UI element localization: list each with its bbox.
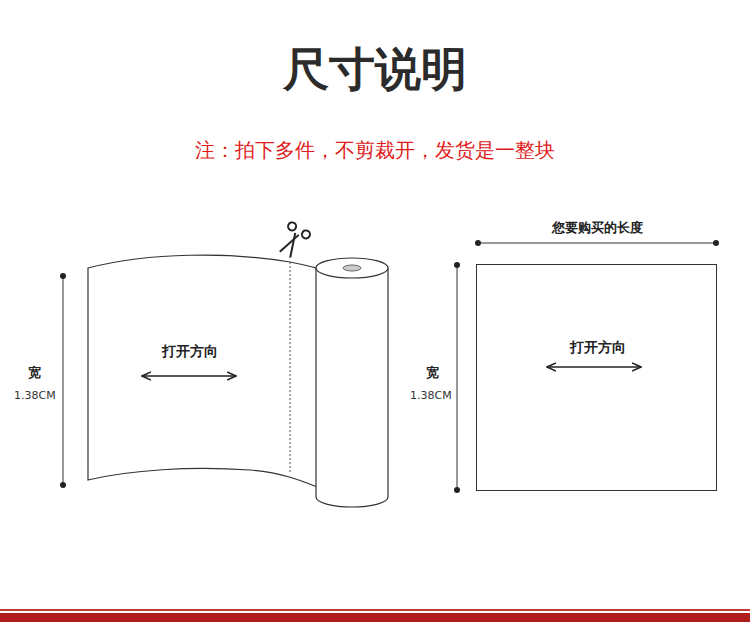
dimension-dot	[454, 262, 460, 268]
scissors-icon	[275, 221, 312, 261]
note-text: 注：拍下多件，不剪裁开，发货是一整块	[195, 137, 555, 164]
width-value: 1.38CM	[410, 389, 452, 402]
dimension-dot	[454, 487, 460, 493]
dimension-line	[63, 276, 64, 485]
dimension-line	[457, 265, 458, 490]
direction-arrow	[547, 366, 641, 368]
footer-bar	[0, 613, 750, 622]
dimension-line	[478, 243, 716, 244]
direction-text: 打开方向	[570, 339, 626, 357]
roll-hole	[343, 265, 361, 271]
width-label: 宽	[28, 364, 41, 382]
direction-text: 打开方向	[162, 343, 218, 361]
dimension-dot	[60, 482, 66, 488]
page-title: 尺寸说明	[283, 39, 467, 101]
width-value: 1.38CM	[14, 389, 56, 402]
fabric-sheet	[88, 255, 330, 492]
fabric-sheet-area: 打开方向	[92, 272, 288, 468]
length-label: 您要购买的长度	[552, 219, 643, 237]
direction-arrow	[142, 375, 236, 377]
dimension-dot	[713, 240, 719, 246]
dimension-dot	[60, 273, 66, 279]
cut-line	[290, 262, 291, 472]
roll-top	[316, 258, 388, 278]
footer-line	[0, 609, 750, 611]
fabric-roll	[316, 268, 388, 507]
width-label: 宽	[426, 364, 439, 382]
fabric-piece-box: 打开方向	[476, 264, 717, 491]
dimension-dot	[475, 240, 481, 246]
